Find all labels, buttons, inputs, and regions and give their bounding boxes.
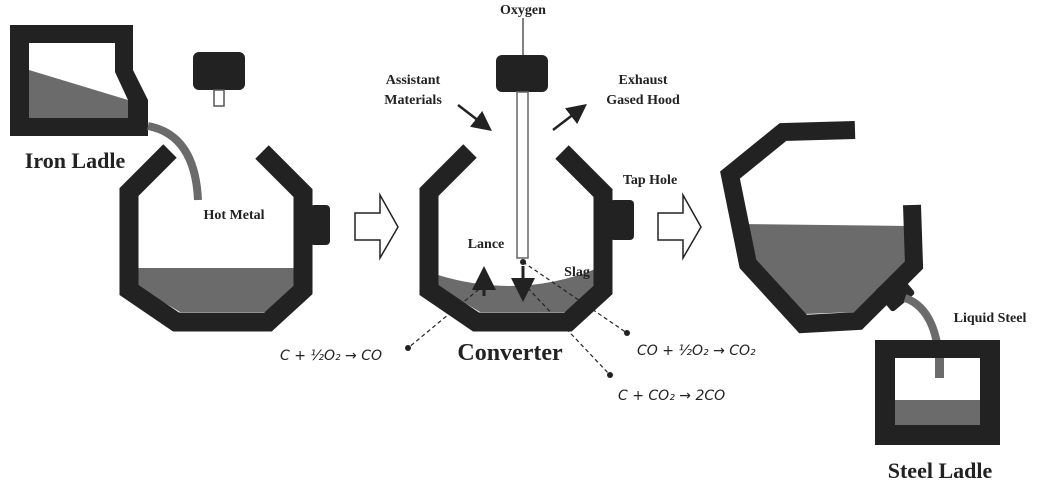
steel-ladle-label: Steel Ladle xyxy=(888,458,993,483)
oxygen-label: Oxygen xyxy=(500,3,546,18)
materials-arrow-icon xyxy=(457,104,492,132)
exhaust-label-2: Gased Hood xyxy=(606,93,680,108)
idle-lance xyxy=(193,52,245,107)
tapping-vessel xyxy=(720,121,924,334)
converter-vessel xyxy=(419,144,634,332)
hot-metal-stream xyxy=(147,122,202,201)
assistant-materials-label-1: Assistant xyxy=(386,73,441,88)
converter-label: Converter xyxy=(457,340,563,366)
exhaust-label-1: Exhaust xyxy=(618,73,667,88)
iron-ladle-label: Iron Ladle xyxy=(25,148,126,173)
reaction-leaders xyxy=(407,261,628,376)
reaction-eq-2: CO + ½O₂ → CO₂ xyxy=(637,343,756,359)
iron-ladle xyxy=(10,25,148,136)
reaction-eq-1: C + ½O₂ → CO xyxy=(280,348,382,364)
vessel-charging xyxy=(119,144,330,332)
steel-ladle xyxy=(875,340,1000,445)
liquid-steel-label: Liquid Steel xyxy=(954,311,1027,326)
hot-metal-label: Hot Metal xyxy=(203,208,264,223)
assistant-materials-label-2: Materials xyxy=(384,93,442,108)
process-arrow-icon xyxy=(354,192,399,261)
oxygen-lance xyxy=(496,18,548,259)
slag-label: Slag xyxy=(564,265,590,280)
exhaust-arrow-icon xyxy=(552,103,587,131)
leader-dots xyxy=(405,259,630,378)
reaction-eq-3: C + CO₂ → 2CO xyxy=(618,388,725,404)
tap-hole-label: Tap Hole xyxy=(623,173,677,188)
process-arrow-icon-2 xyxy=(657,192,702,261)
lance-label: Lance xyxy=(468,237,505,252)
